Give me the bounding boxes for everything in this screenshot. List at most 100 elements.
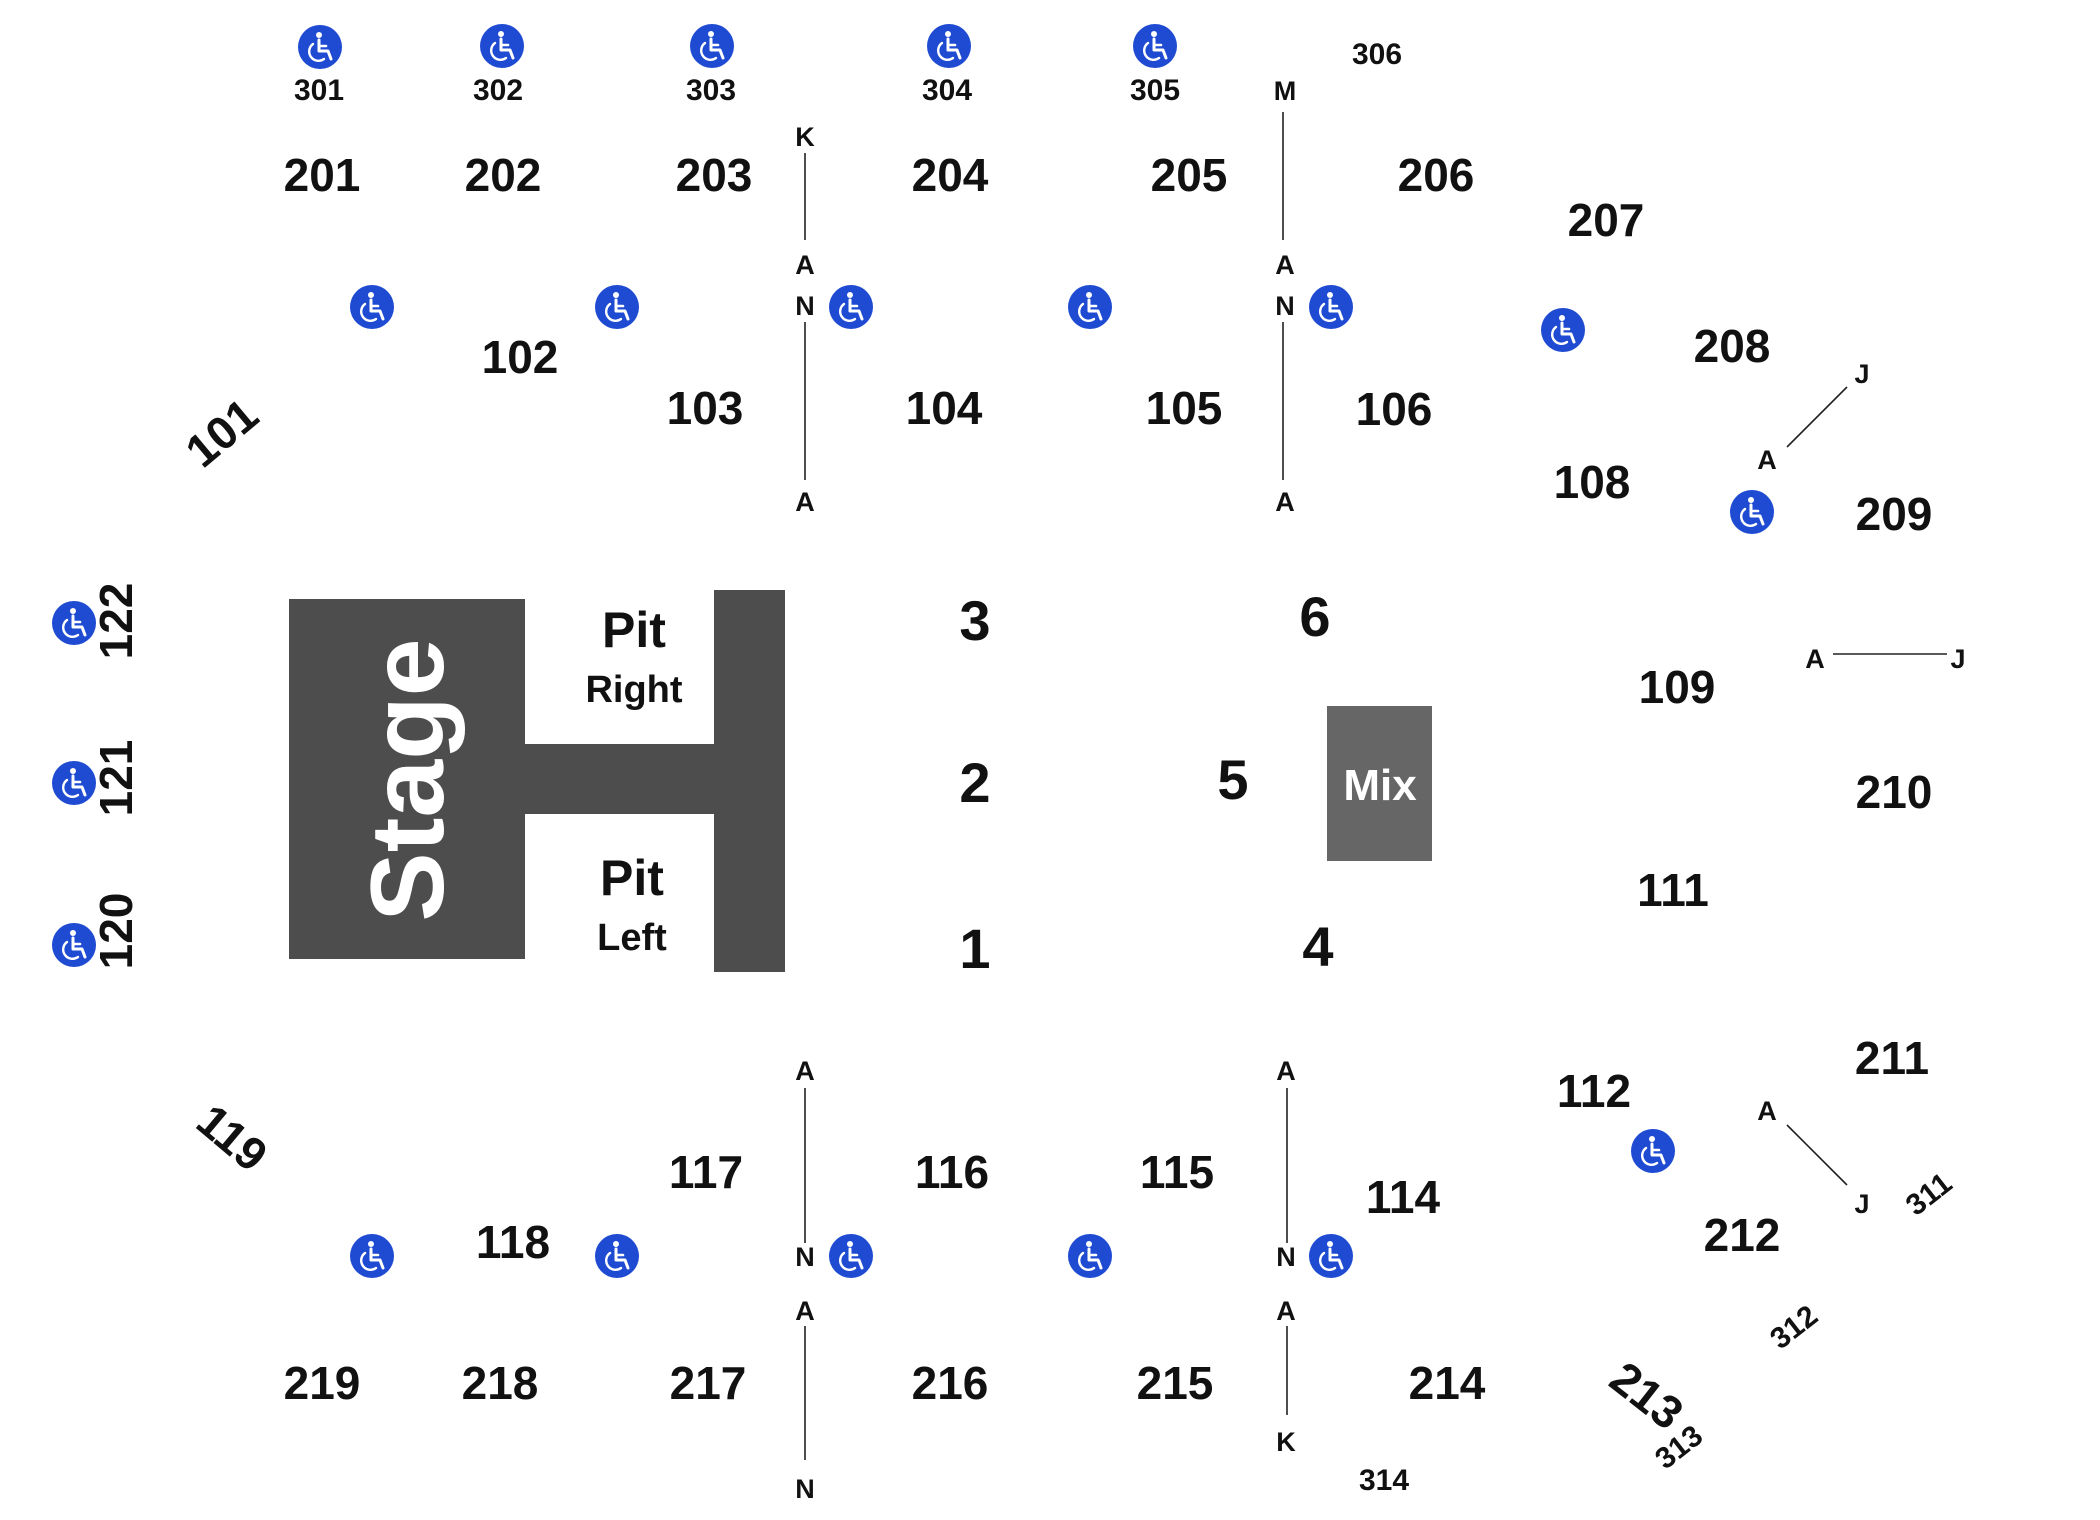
section-219[interactable]: 219 — [284, 1357, 361, 1409]
wheelchair-icon[interactable] — [50, 921, 98, 969]
row-letter: A — [795, 487, 815, 517]
section-210[interactable]: 210 — [1856, 766, 1933, 818]
pit-left-title[interactable]: Pit — [600, 850, 664, 906]
section-212[interactable]: 212 — [1704, 1209, 1781, 1261]
section-302[interactable]: 302 — [473, 74, 523, 107]
row-letter: J — [1950, 644, 1965, 674]
section-106[interactable]: 106 — [1356, 383, 1433, 435]
section-115[interactable]: 115 — [1140, 1146, 1214, 1198]
wheelchair-icon[interactable] — [593, 1232, 641, 1280]
section-120[interactable]: 120 — [90, 893, 142, 970]
section-104[interactable]: 104 — [906, 382, 983, 434]
section-305[interactable]: 305 — [1130, 74, 1180, 107]
row-line — [1786, 386, 1848, 448]
floor-section-2[interactable]: 2 — [959, 751, 990, 814]
pit-left-subtitle: Left — [597, 917, 667, 959]
section-101[interactable]: 101 — [176, 388, 268, 477]
section-122[interactable]: 122 — [90, 583, 142, 660]
wheelchair-icon[interactable] — [50, 599, 98, 647]
row-letter: N — [795, 1242, 815, 1272]
row-letter: N — [1275, 291, 1295, 321]
wheelchair-icon[interactable] — [1728, 488, 1776, 536]
section-217[interactable]: 217 — [670, 1357, 747, 1409]
row-letter: A — [1757, 1096, 1777, 1126]
row-letter: A — [1276, 1056, 1296, 1086]
section-311[interactable]: 311 — [1900, 1167, 1958, 1223]
section-301[interactable]: 301 — [294, 74, 344, 107]
section-105[interactable]: 105 — [1146, 382, 1223, 434]
section-121[interactable]: 121 — [90, 740, 142, 817]
section-114[interactable]: 114 — [1366, 1171, 1441, 1223]
wheelchair-icon[interactable] — [1307, 1232, 1355, 1280]
section-306[interactable]: 306 — [1352, 38, 1402, 71]
row-letter: K — [795, 122, 815, 152]
wheelchair-icon[interactable] — [593, 283, 641, 331]
section-108[interactable]: 108 — [1554, 456, 1631, 508]
section-208[interactable]: 208 — [1694, 320, 1771, 372]
wheelchair-icon[interactable] — [1629, 1127, 1677, 1175]
section-112[interactable]: 112 — [1557, 1065, 1631, 1117]
section-109[interactable]: 109 — [1639, 661, 1716, 713]
section-201[interactable]: 201 — [284, 149, 361, 201]
section-215[interactable]: 215 — [1137, 1357, 1214, 1409]
floor-section-5[interactable]: 5 — [1217, 748, 1248, 811]
floor-section-6[interactable]: 6 — [1299, 585, 1330, 648]
wheelchair-icon[interactable] — [478, 22, 526, 70]
wheelchair-icon[interactable] — [348, 283, 396, 331]
row-letter: A — [795, 250, 815, 280]
section-303[interactable]: 303 — [686, 74, 736, 107]
floor-section-1[interactable]: 1 — [959, 917, 990, 980]
section-103[interactable]: 103 — [667, 382, 744, 434]
section-206[interactable]: 206 — [1398, 149, 1475, 201]
wheelchair-icon[interactable] — [348, 1232, 396, 1280]
section-218[interactable]: 218 — [462, 1357, 539, 1409]
row-letter: N — [795, 1474, 815, 1504]
row-letter: M — [1274, 76, 1297, 106]
wheelchair-icon[interactable] — [1131, 22, 1179, 70]
row-letter: A — [1275, 487, 1295, 517]
stage-label: Stage — [350, 638, 466, 921]
row-letter: A — [1757, 445, 1777, 475]
wheelchair-icon[interactable] — [827, 283, 875, 331]
floor-section-4[interactable]: 4 — [1302, 915, 1333, 978]
section-209[interactable]: 209 — [1856, 488, 1933, 540]
section-216[interactable]: 216 — [912, 1357, 989, 1409]
section-111[interactable]: 111 — [1637, 864, 1709, 916]
wheelchair-icon[interactable] — [1066, 1232, 1114, 1280]
section-211[interactable]: 211 — [1855, 1032, 1929, 1084]
section-203[interactable]: 203 — [676, 149, 753, 201]
section-205[interactable]: 205 — [1151, 149, 1228, 201]
section-312[interactable]: 312 — [1764, 1299, 1824, 1356]
row-letter: A — [1276, 1296, 1296, 1326]
section-204[interactable]: 204 — [912, 149, 989, 201]
wheelchair-icon[interactable] — [925, 22, 973, 70]
row-letter: K — [1276, 1427, 1296, 1457]
section-116[interactable]: 116 — [915, 1146, 989, 1198]
section-118[interactable]: 118 — [476, 1216, 550, 1268]
pit-right-title[interactable]: Pit — [602, 602, 666, 658]
wheelchair-icon[interactable] — [1539, 306, 1587, 354]
wheelchair-icon[interactable] — [827, 1232, 875, 1280]
pit-divider-horizontal — [520, 744, 720, 814]
stage-block[interactable] — [289, 599, 525, 959]
wheelchair-icon[interactable] — [1307, 283, 1355, 331]
wheelchair-icon[interactable] — [50, 759, 98, 807]
section-202[interactable]: 202 — [465, 149, 542, 201]
section-314[interactable]: 314 — [1359, 1464, 1409, 1497]
section-207[interactable]: 207 — [1568, 194, 1645, 246]
row-line — [1786, 1124, 1848, 1186]
section-117[interactable]: 117 — [669, 1146, 743, 1198]
row-letter: A — [1805, 644, 1825, 674]
mix-label: Mix — [1343, 761, 1417, 810]
section-102[interactable]: 102 — [482, 331, 559, 383]
section-214[interactable]: 214 — [1409, 1357, 1486, 1409]
wheelchair-icon[interactable] — [296, 23, 344, 71]
row-letter: J — [1854, 1189, 1869, 1219]
section-304[interactable]: 304 — [922, 74, 972, 107]
wheelchair-icon[interactable] — [1066, 283, 1114, 331]
row-letter: A — [795, 1056, 815, 1086]
floor-section-3[interactable]: 3 — [959, 589, 990, 652]
section-119[interactable]: 119 — [187, 1094, 277, 1182]
wheelchair-icon[interactable] — [688, 22, 736, 70]
